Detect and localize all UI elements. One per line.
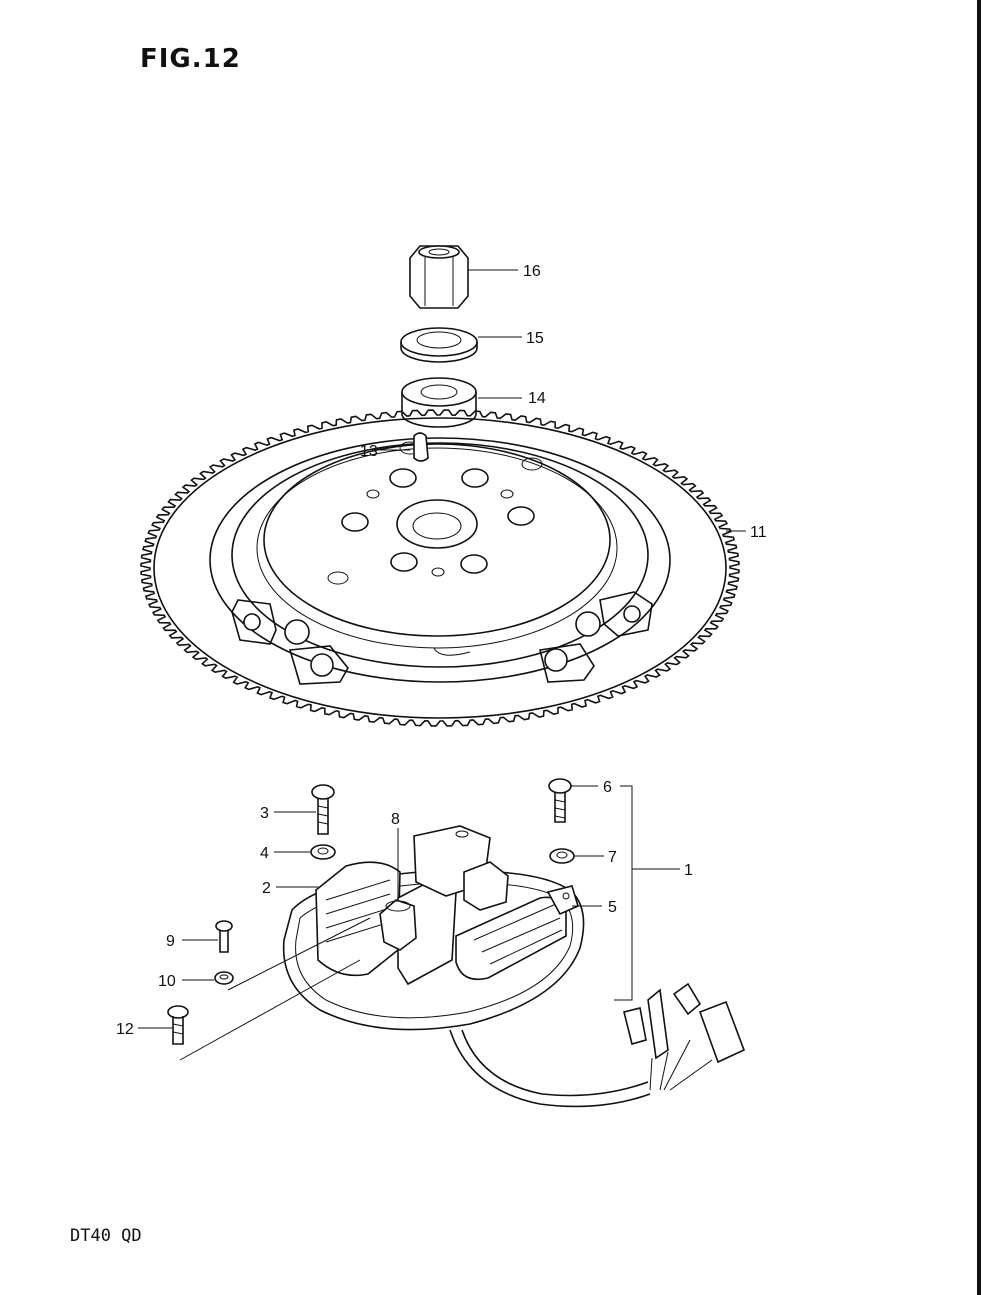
part-14-spacer [401, 377, 477, 428]
part-3-screw [311, 784, 335, 835]
part-11-flywheel [140, 409, 740, 727]
callout-4: 4 [260, 845, 269, 862]
part-7-washer [549, 848, 575, 864]
part-16-nut [409, 245, 469, 309]
part-1-stator-assembly [282, 825, 746, 1108]
part-9-screw [215, 920, 233, 953]
part-10-washer [214, 971, 234, 985]
callout-5: 5 [608, 899, 617, 916]
callout-2: 2 [262, 880, 271, 897]
callout-8: 8 [391, 811, 400, 828]
callout-12: 12 [116, 1021, 134, 1038]
callout-7: 7 [608, 849, 617, 866]
part-13-key [413, 432, 429, 462]
callout-10: 10 [158, 973, 176, 990]
callout-9: 9 [166, 933, 175, 950]
callout-3: 3 [260, 805, 269, 822]
page-edge-border [977, 0, 981, 1295]
callout-labels: 16 15 14 13 11 3 4 2 8 9 10 12 6 7 5 1 [116, 263, 767, 1038]
part-4-washer [310, 844, 336, 860]
model-code: DT40 QD [70, 1226, 142, 1246]
part-6-screw [548, 778, 572, 823]
callout-13: 13 [360, 443, 378, 460]
callout-16: 16 [523, 263, 541, 280]
figure-title: FIG.12 [140, 44, 241, 74]
part-12-screw [167, 1005, 189, 1045]
leader-lines [138, 269, 746, 1029]
callout-14: 14 [528, 390, 546, 407]
callout-11: 11 [750, 524, 767, 541]
callout-15: 15 [526, 330, 544, 347]
callout-6: 6 [603, 779, 612, 796]
callout-1: 1 [684, 862, 693, 879]
assembly-guide-lines [179, 785, 633, 1061]
part-15-washer [400, 327, 478, 363]
